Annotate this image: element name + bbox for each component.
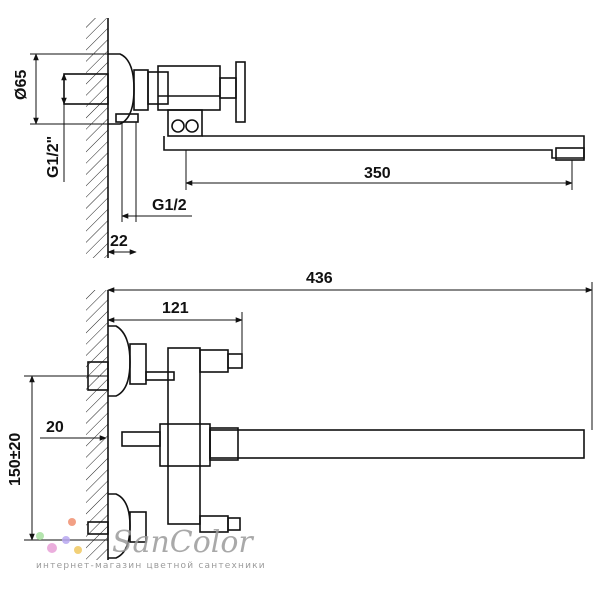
watermark-dot-3 (74, 546, 82, 554)
watermark-dot-4 (36, 532, 44, 540)
label-inlet-thread: G1/2 (152, 197, 187, 214)
label-wall-thread: G1/2" (45, 136, 62, 178)
diverter-knob-left (171, 119, 185, 133)
upper-arm (145, 371, 175, 381)
label-eccentric: 20 (46, 419, 64, 436)
watermark-slogan: интернет-магазин цветной сантехники (36, 561, 266, 571)
diverter-knob-right (185, 119, 199, 133)
watermark: SanColor интернет-магазин цветной сантех… (36, 518, 266, 571)
lower-handle (227, 517, 241, 531)
label-spout-length: 350 (364, 165, 391, 182)
spout-top (163, 135, 585, 159)
watermark-dot-5 (68, 518, 76, 526)
label-wall-offset: 22 (110, 233, 128, 250)
front-view (24, 282, 593, 560)
label-height: 150±20 (7, 433, 24, 486)
upper-eccentric-nut (129, 343, 147, 385)
center-left-nut (121, 431, 161, 447)
eccentric-nut-top (133, 69, 149, 111)
watermark-dot-2 (62, 536, 70, 544)
dim-total-length (107, 282, 593, 430)
top-view (30, 18, 585, 258)
upper-flange (108, 325, 131, 397)
dim-diameter (30, 53, 108, 125)
watermark-dot-1 (47, 543, 57, 553)
aerator-top (555, 147, 585, 161)
handle-top (235, 61, 246, 123)
lower-inlet-pipe (87, 521, 109, 535)
upper-handle (227, 353, 243, 369)
wall-hatching-top (86, 18, 108, 258)
wall-hatching-front (86, 290, 108, 560)
spout-collar (209, 427, 239, 461)
lower-eccentric-nut (129, 511, 147, 543)
label-total-length: 436 (306, 270, 333, 287)
diverter-top (167, 109, 203, 137)
spout-front (209, 429, 585, 459)
body-vertical (167, 347, 201, 525)
upper-cartridge (199, 349, 229, 373)
eccentric-fitting-top (115, 113, 139, 123)
dim-body-length (107, 312, 243, 356)
label-body-length: 121 (162, 300, 189, 317)
cartridge-top (219, 77, 237, 99)
label-diameter: Ø65 (13, 70, 30, 100)
watermark-brand: SanColor (112, 525, 254, 560)
